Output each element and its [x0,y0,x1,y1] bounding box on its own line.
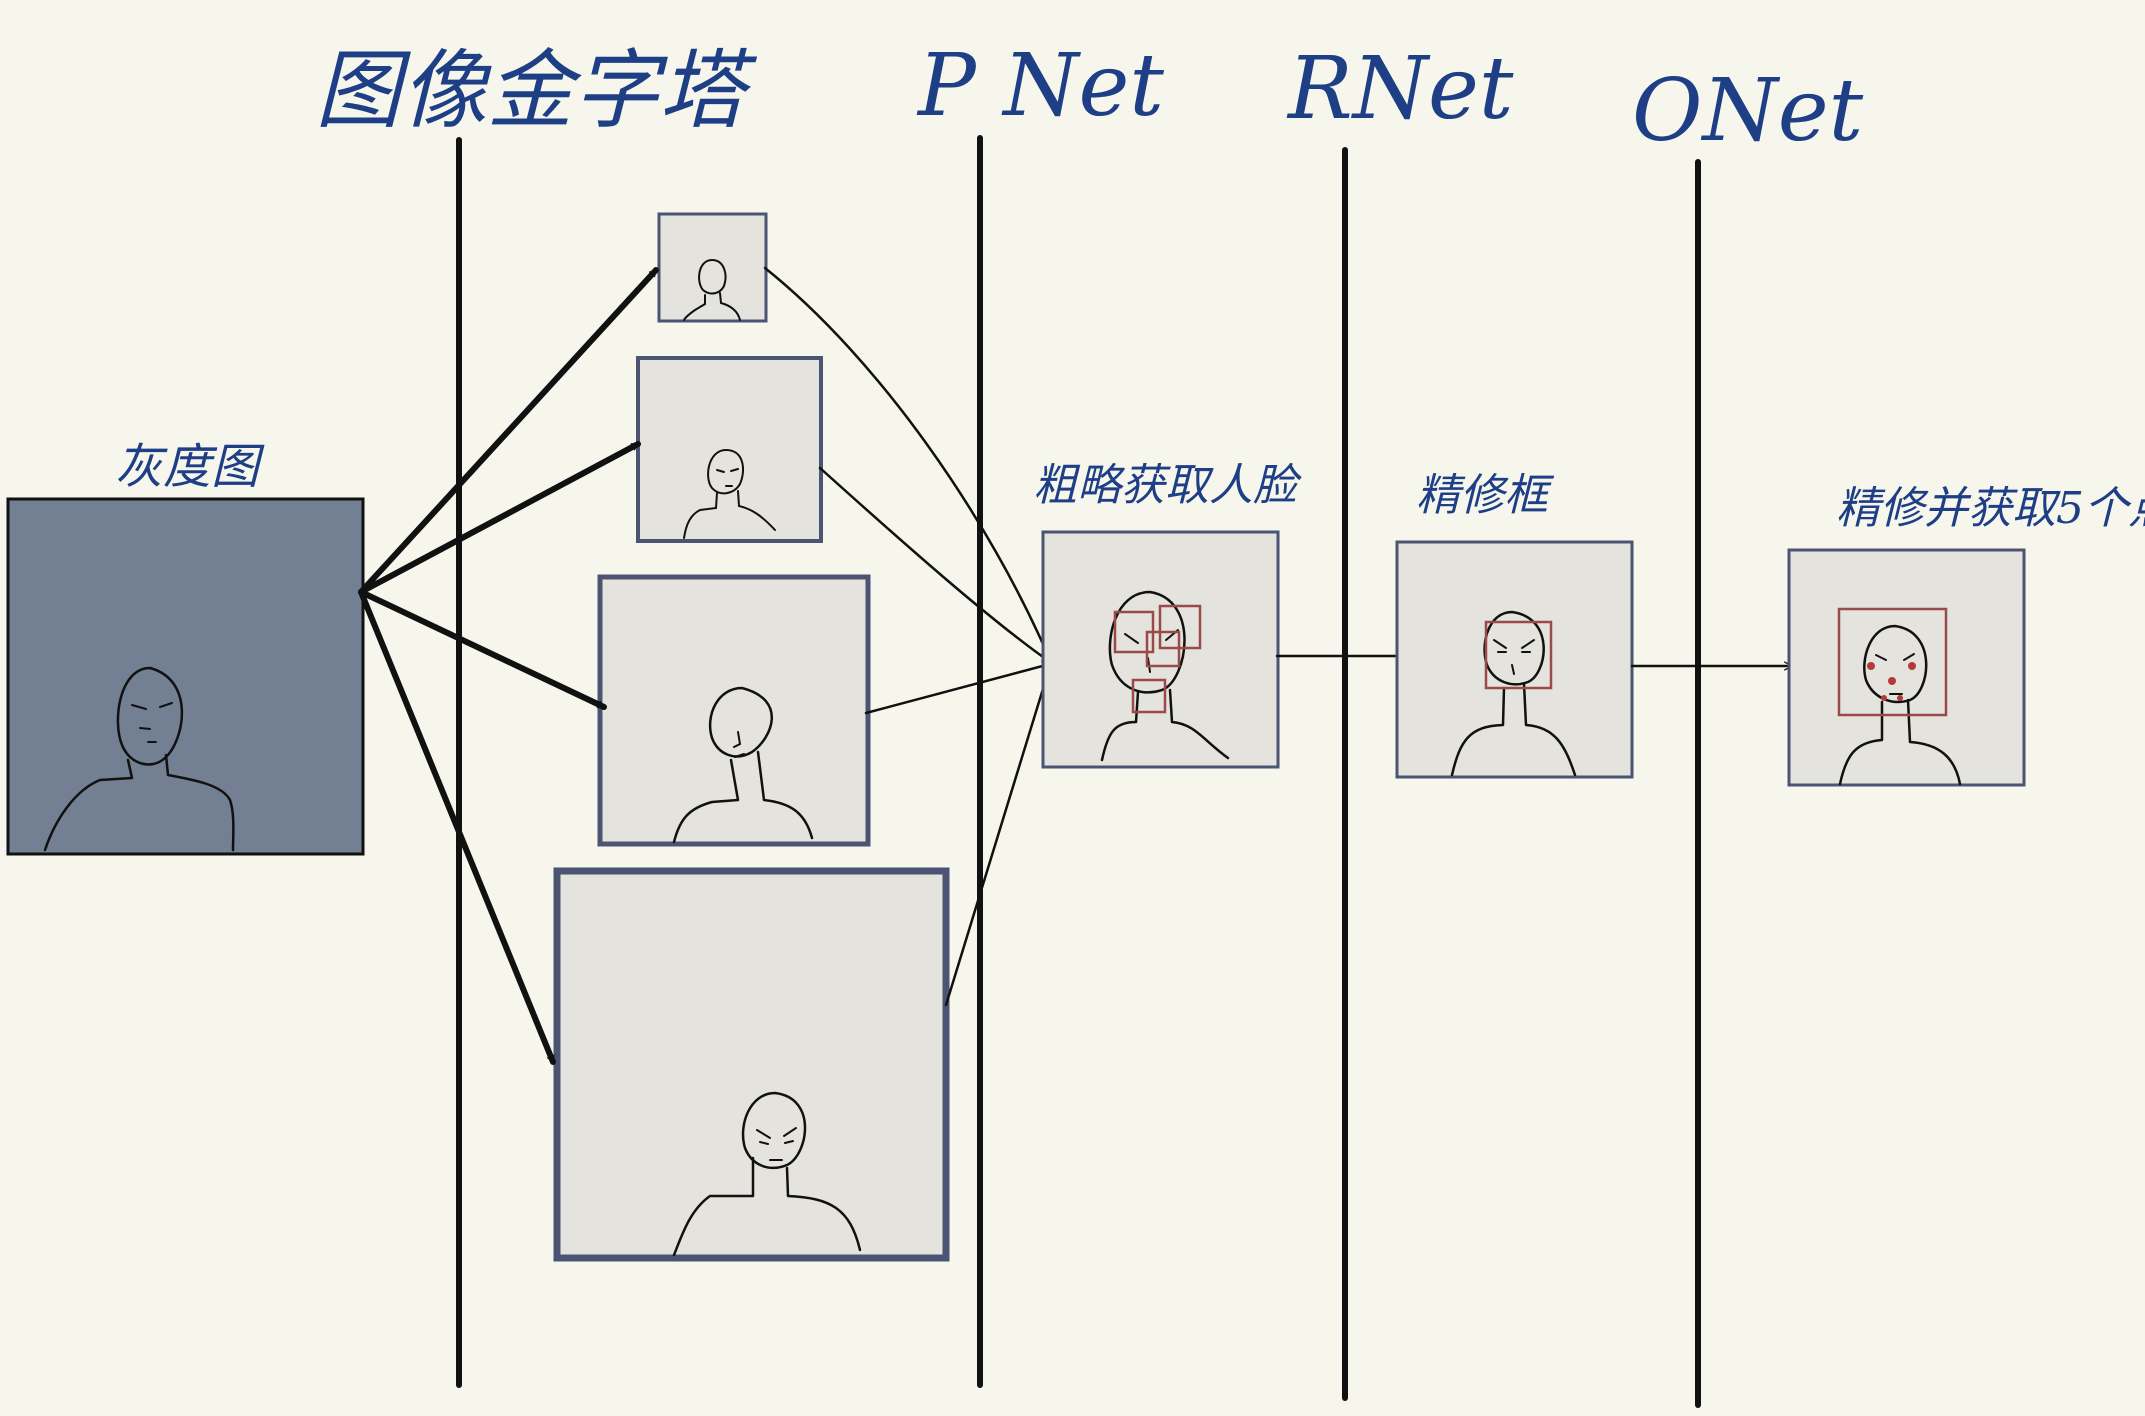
pyramid-image-4 [553,867,950,1262]
landmark-right-eye [1908,662,1916,670]
landmark-nose [1888,677,1896,685]
person-sketch-pyramid-1 [683,258,741,321]
grayscale-image [6,497,365,856]
stage-title-onet: ONet [1632,61,1864,161]
refined-box-image [1395,540,1634,779]
person-sketch-grayscale [43,666,235,852]
coarse-detection-image [1041,530,1280,769]
person-sketch-pyramid-3 [672,686,814,844]
person-sketch-pyramid-2 [683,448,776,539]
person-sketch-pyramid-4 [672,1091,862,1257]
arrow-to-pyramid-3 [358,589,607,710]
arrow-pyramid-2-to-pnet [818,466,1052,664]
caption-grayscale: 灰度图 [115,439,265,495]
refined-face-box [1484,620,1553,690]
pnet-arrows [763,266,1053,1007]
candidate-box-4 [1131,678,1167,714]
pyramid-image-2 [636,356,823,543]
candidate-box-3 [1145,630,1181,668]
arrow-pyramid-3-to-pnet [864,661,1052,715]
pyramid-image-1 [657,212,768,323]
final-landmarks-image [1787,548,2026,787]
arrow-pyramid-4-to-pnet [944,664,1053,1007]
stage-title-rnet: RNet [1286,39,1514,139]
caption-final-landmarks: 精修并获取5个点 [1836,483,2145,534]
landmark-mouth-right [1897,695,1903,701]
pyramid-image-3 [597,574,871,847]
arrow-pyramid-1-to-pnet [763,266,1052,662]
arrow-to-pyramid-1 [358,267,659,595]
arrow-to-pyramid-2 [358,441,641,595]
final-face-box [1837,607,1948,717]
facial-landmarks [1867,662,1916,701]
landmark-mouth-left [1881,695,1887,701]
caption-refine-box: 精修框 [1416,470,1555,521]
person-sketch-final [1838,624,1962,786]
stage-title-image-pyramid: 图像金字塔 [315,41,758,141]
arrow-to-pyramid-4 [358,589,556,1065]
pyramid-arrows [358,267,659,1065]
caption-coarse-detection: 粗略获取人脸 [1033,460,1302,511]
stage-title-pnet: P Net [916,36,1164,136]
landmark-left-eye [1867,662,1875,670]
candidate-face-boxes [1113,604,1202,714]
